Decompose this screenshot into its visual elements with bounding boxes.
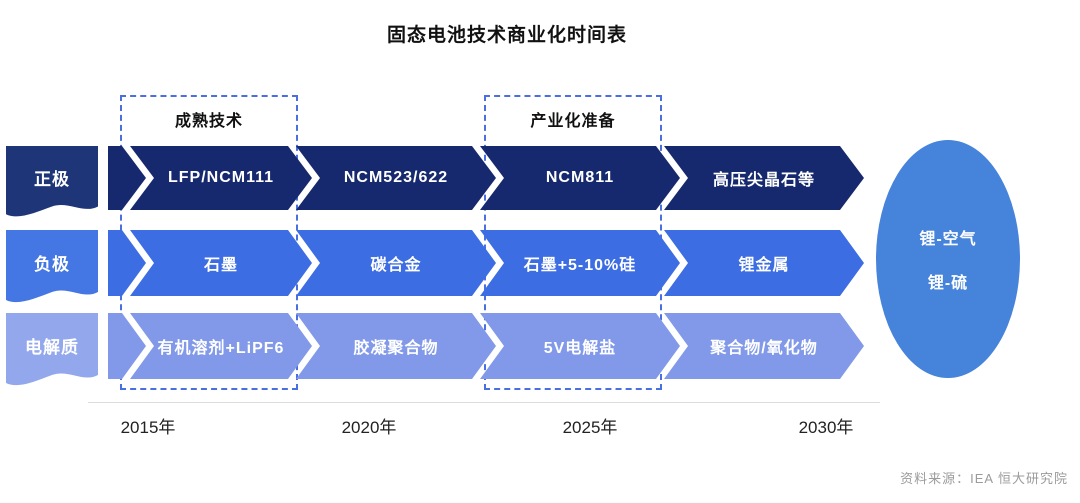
year-tick: 2025年 [562, 418, 618, 437]
arrow-text: 高压尖晶石等 [712, 172, 815, 189]
timeline-arrow: 有机溶剂+LiPF6 [130, 313, 312, 379]
arrow-text: 有机溶剂+LiPF6 [157, 340, 285, 357]
timeline-arrow: 锂金属 [664, 230, 864, 296]
arrow-text: NCM811 [545, 169, 615, 186]
timeline-arrow: 石墨+5-10%硅 [480, 230, 680, 296]
timeline-arrow: 胶凝聚合物 [296, 313, 496, 379]
row-label-text: 正极 [34, 169, 70, 189]
timeline-arrow: 5V电解盐 [480, 313, 680, 379]
row-label-text: 电解质 [25, 337, 79, 357]
timeline-arrow: 聚合物/氧化物 [664, 313, 864, 379]
wave-flag-shape [6, 146, 98, 217]
row-electrolyte: 电解质 有机溶剂+LiPF6 胶凝聚合物 5V电解盐 聚合物/氧化物 [0, 313, 1080, 386]
timeline-arrow: NCM811 [480, 146, 680, 210]
arrow-text: LFP/NCM111 [167, 169, 275, 186]
row-label-anode: 负极 [6, 230, 98, 310]
arrow-text: 聚合物/氧化物 [710, 340, 818, 357]
wave-flag-shape [6, 313, 98, 386]
year-tick: 2015年 [120, 418, 176, 437]
timeline-arrow: 碳合金 [296, 230, 496, 296]
arrow-text: 5V电解盐 [543, 340, 617, 357]
timeline-arrow: 高压尖晶石等 [664, 146, 864, 210]
future-item: 锂-空气 [919, 231, 977, 248]
source-note: 资料来源：IEA 恒大研究院 [900, 471, 1068, 486]
arrow-text: NCM523/622 [343, 169, 449, 186]
row-anode: 负极 石墨 碳合金 石墨+5-10%硅 锂金属 [0, 230, 1080, 303]
arrow-text: 石墨+5-10%硅 [523, 257, 637, 274]
arrow-text: 石墨 [203, 257, 238, 274]
row-cathode: 正极 LFP/NCM111 NCM523/622 NCM811 高压尖晶石等 [0, 146, 1080, 217]
phase-label: 成熟技术 [174, 113, 243, 130]
phase-label: 产业化准备 [530, 113, 616, 130]
future-tech-ellipse: 锂-空气 锂-硫 [876, 140, 1020, 378]
row-label-cathode: 正极 [6, 146, 98, 224]
arrow-text: 锂金属 [738, 257, 790, 274]
future-item: 锂-硫 [927, 275, 969, 292]
page-title: 固态电池技术商业化时间表 [386, 25, 627, 46]
timeline-arrow: NCM523/622 [296, 146, 496, 210]
year-tick: 2030年 [798, 418, 854, 437]
year-tick: 2020年 [341, 418, 397, 437]
arrow-text: 胶凝聚合物 [353, 340, 439, 357]
arrow-text: 碳合金 [370, 257, 422, 274]
wave-flag-shape [6, 230, 98, 303]
row-label-text: 负极 [34, 254, 70, 274]
row-label-electrolyte: 电解质 [6, 313, 98, 393]
timeline-arrow: 石墨 [130, 230, 312, 296]
timeline-axis-line [88, 402, 880, 403]
timeline-arrow: LFP/NCM111 [130, 146, 312, 210]
